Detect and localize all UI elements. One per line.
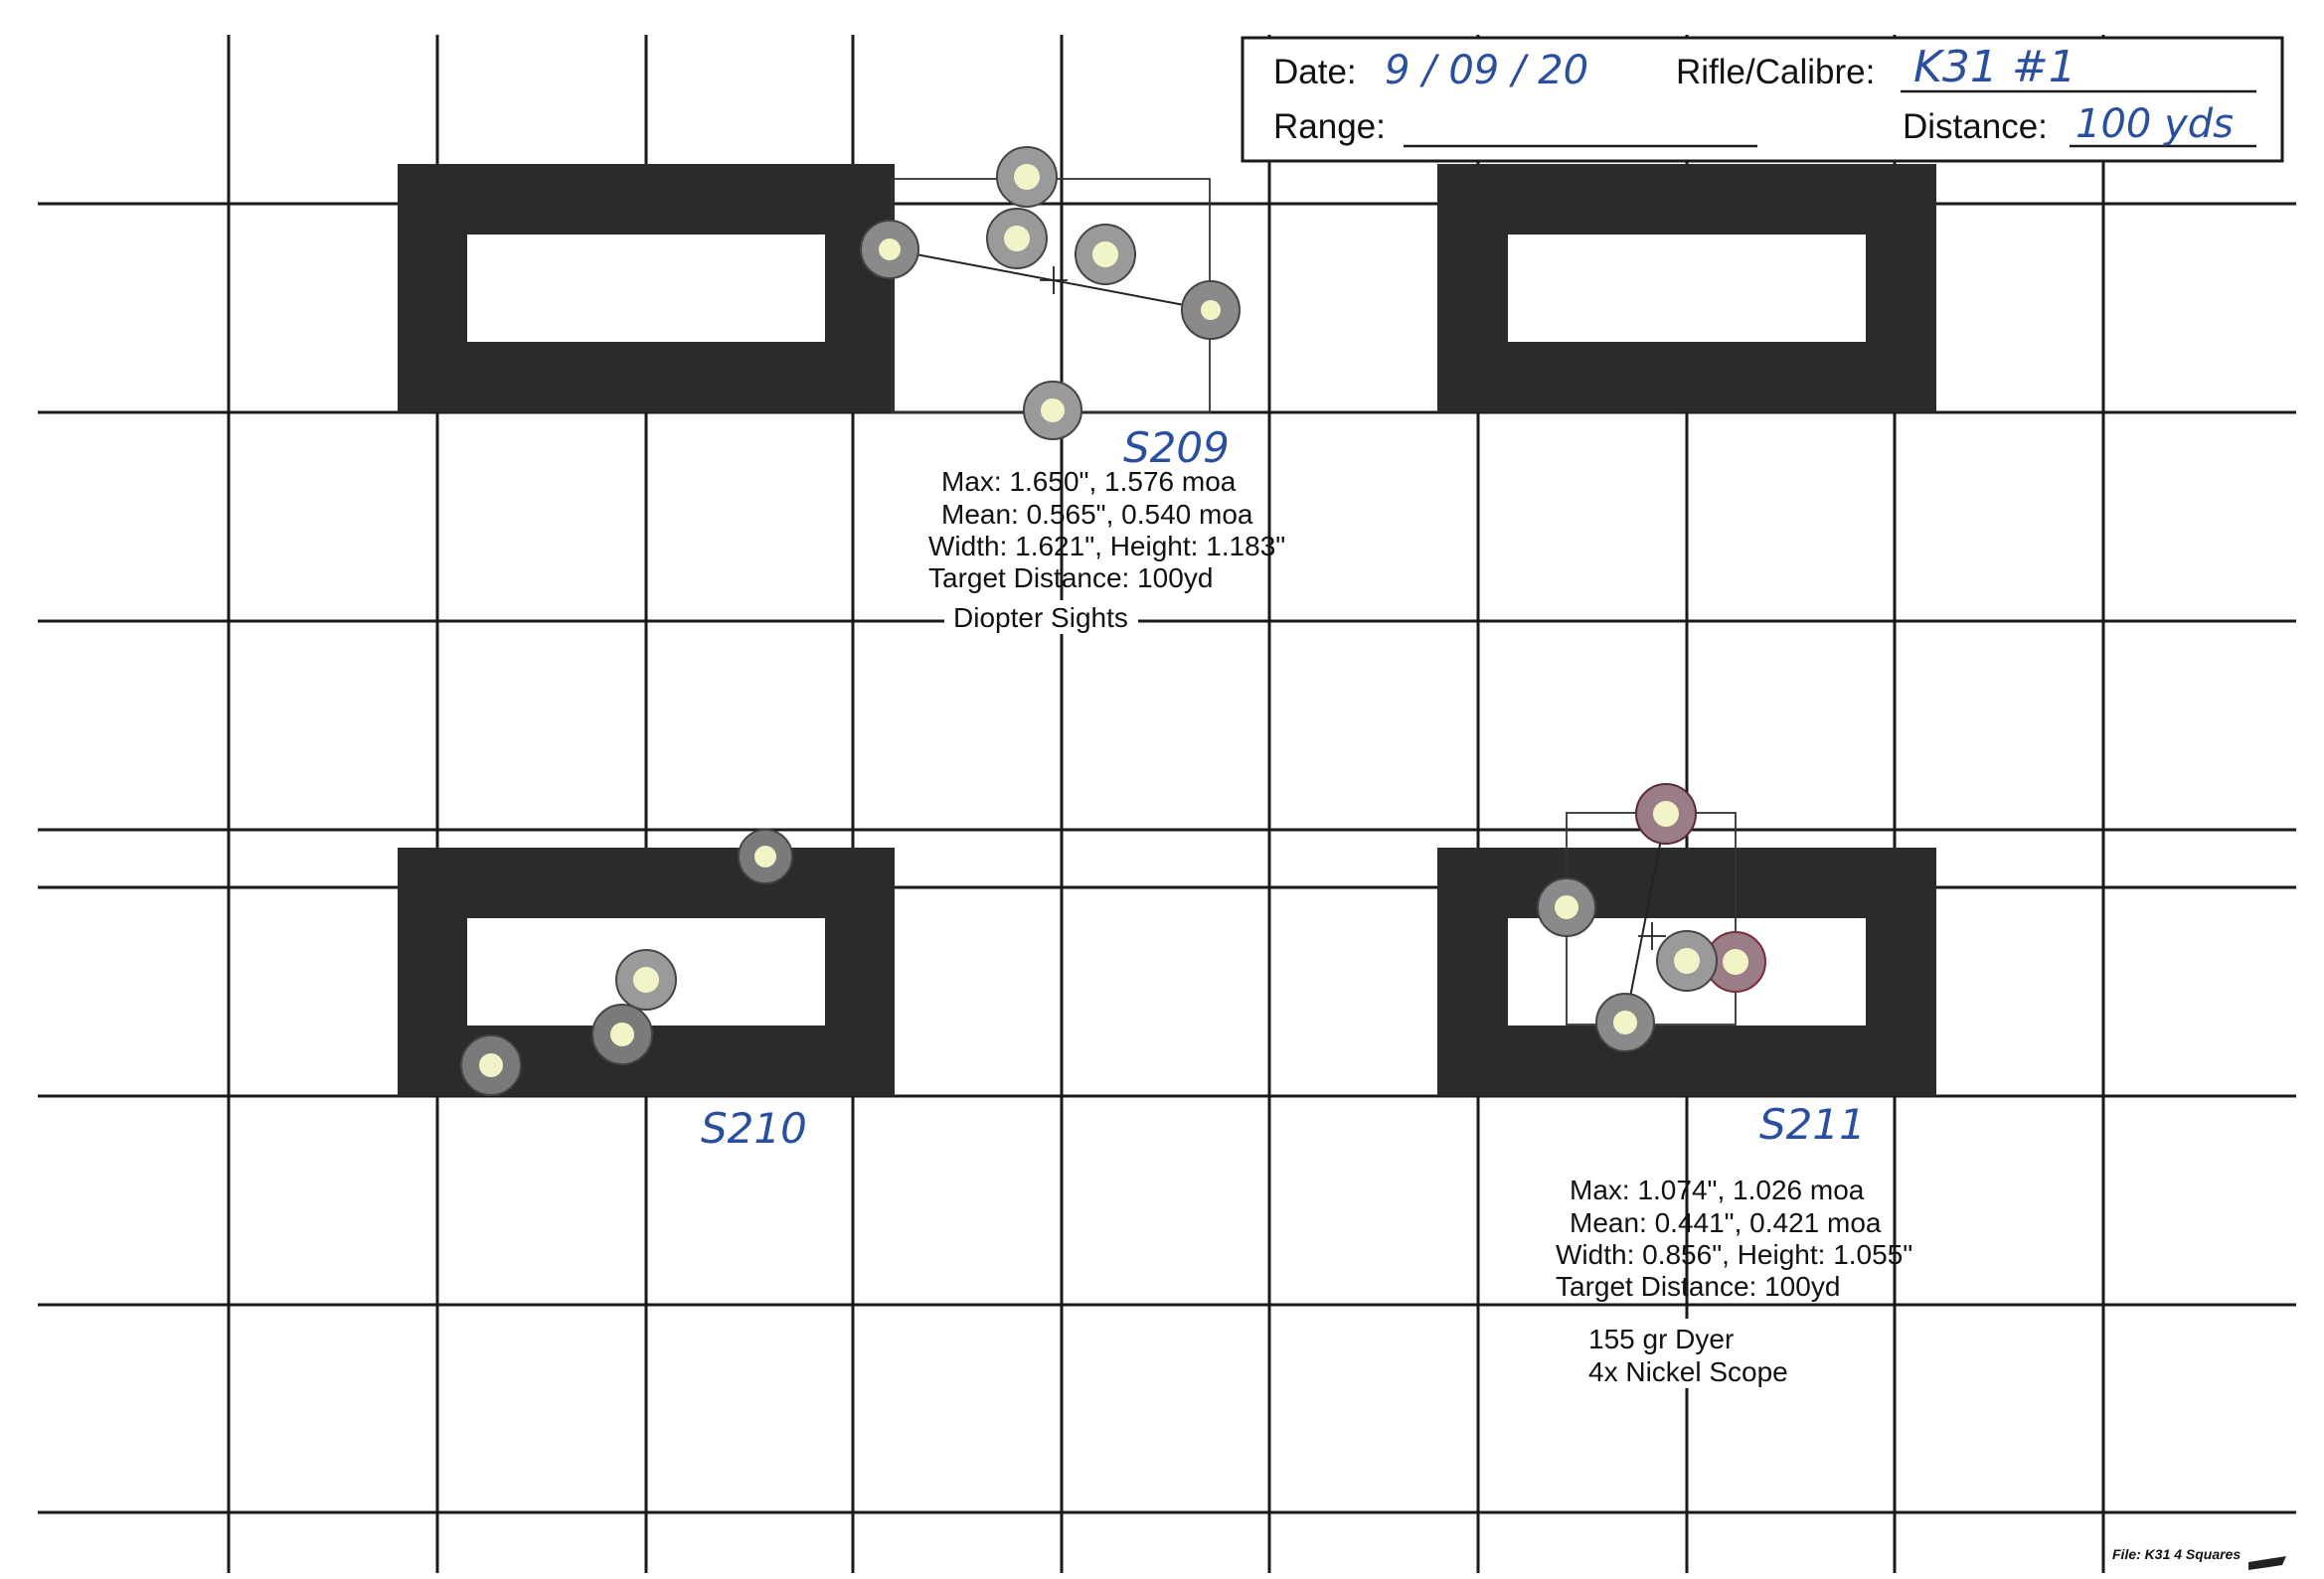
note-sights: Diopter Sights	[953, 602, 1128, 633]
aiming-block-top-left	[398, 164, 895, 412]
file-label: File: K31 4 Squares	[2112, 1546, 2241, 1562]
note-background	[1584, 1319, 1823, 1388]
bullet-hole	[1181, 280, 1241, 340]
stats-mean: Mean: 0.565", 0.540 moa	[941, 499, 1253, 530]
bullet-hole	[615, 949, 677, 1011]
distance-label: Distance:	[1903, 107, 2048, 146]
range-label: Range:	[1273, 107, 1386, 146]
date-label: Date:	[1273, 53, 1357, 91]
bullet-hole	[996, 146, 1058, 208]
stats-max: Max: 1.650", 1.576 moa	[941, 466, 1237, 497]
group-center-mark	[1638, 922, 1666, 950]
bullet-hole	[1656, 930, 1718, 992]
bullet-hole	[1635, 783, 1697, 845]
bullet-hole	[591, 1004, 653, 1065]
stats-distance: Target Distance: 100yd	[928, 562, 1213, 593]
bullet-hole	[1537, 877, 1596, 937]
bullet-hole	[1023, 381, 1082, 440]
stats-distance: Target Distance: 100yd	[1556, 1271, 1840, 1302]
bullet-hole	[460, 1034, 522, 1096]
bullet-hole	[1075, 224, 1136, 285]
bullet-hole	[860, 220, 919, 279]
bullet-hole	[986, 208, 1048, 269]
rifle-value: K31 #1	[1913, 42, 2076, 92]
aiming-block-top-right	[1437, 164, 1936, 412]
stats-size: Width: 1.621", Height: 1.183"	[928, 531, 1285, 561]
bullet-hole	[738, 829, 793, 884]
max-spread-line	[1624, 813, 1667, 1024]
stats-max: Max: 1.074", 1.026 moa	[1570, 1175, 1865, 1205]
note-background	[944, 600, 1138, 634]
group-s210: S210	[460, 829, 807, 1153]
rifle-label: Rifle/Calibre:	[1676, 53, 1875, 91]
bullet-hole	[1595, 993, 1655, 1052]
note-ammo: 155 gr Dyer	[1588, 1324, 1734, 1354]
group-label: S209	[1123, 423, 1230, 472]
group-label: S211	[1759, 1100, 1866, 1149]
group-center-mark	[1040, 266, 1068, 294]
corner-mark	[2248, 1556, 2286, 1570]
group-label: S210	[701, 1104, 807, 1153]
date-value: 9 / 09 / 20	[1385, 48, 1588, 93]
note-scope: 4x Nickel Scope	[1588, 1356, 1788, 1387]
group-s209: S209 Max: 1.650", 1.576 moa Mean: 0.565"…	[860, 146, 1285, 634]
stats-size: Width: 0.856", Height: 1.055"	[1556, 1239, 1912, 1270]
distance-value: 100 yds	[2075, 101, 2234, 147]
group-s211: S211 Max: 1.074", 1.026 moa Mean: 0.441"…	[1537, 783, 1912, 1388]
stats-mean: Mean: 0.441", 0.421 moa	[1570, 1207, 1882, 1238]
header-box: Date: 9 / 09 / 20 Rifle/Calibre: K31 #1 …	[1241, 36, 2284, 163]
